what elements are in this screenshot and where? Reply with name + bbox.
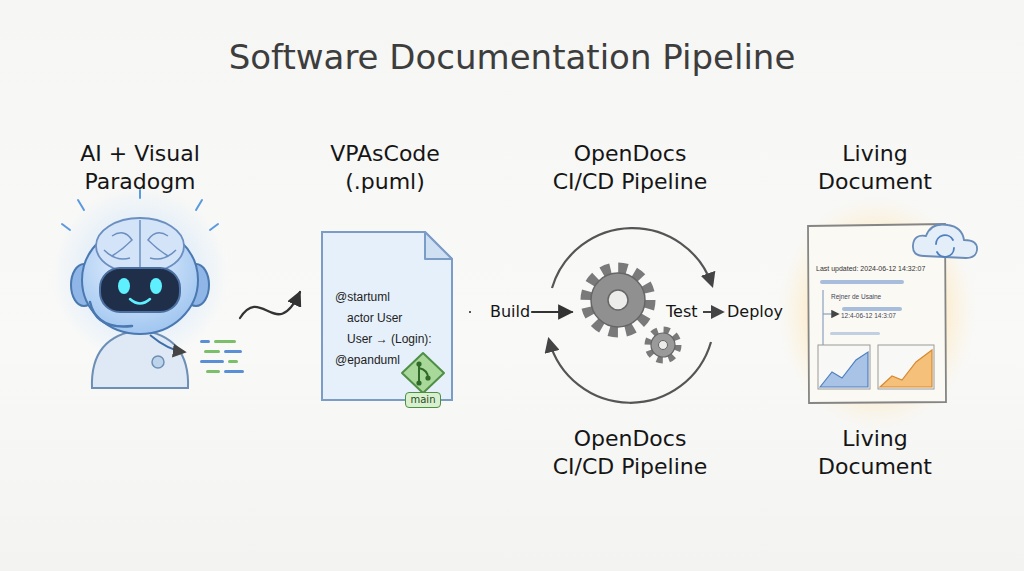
robot-visor — [100, 268, 180, 312]
content-text: Rejner de Usaine — [831, 293, 931, 301]
gear-hole — [608, 290, 628, 310]
edge-label: Build — [490, 301, 530, 323]
column-heading: AI + Visual Paradogm — [60, 140, 220, 196]
document-fold — [425, 232, 452, 259]
git-diamond — [402, 353, 444, 393]
robot-body — [92, 330, 188, 388]
sync-symbol — [936, 235, 954, 257]
column-heading: VPAsCode (.puml) — [315, 140, 455, 196]
pipeline-cycle-shape — [549, 228, 722, 403]
timestamp: Last updated: 2024-06-12 14:32:07 — [816, 264, 944, 273]
code-line: @startuml — [335, 290, 445, 305]
robot-brain — [96, 218, 184, 274]
content-bar — [830, 332, 880, 335]
robot-node: AI + Visual Paradogm — [40, 140, 240, 390]
branch-name: main — [405, 392, 441, 408]
column-heading: Living Document — [805, 425, 945, 481]
robot-smile — [130, 299, 150, 304]
brain-folds — [104, 220, 176, 272]
cloud-icon — [913, 224, 977, 258]
chart-frame — [878, 345, 934, 389]
gear-teeth — [648, 330, 678, 360]
gear-hole — [659, 341, 668, 350]
gear-teeth — [586, 268, 650, 332]
content-line — [823, 313, 838, 314]
document-glow — [777, 195, 977, 431]
content-line — [822, 290, 823, 352]
column-heading: OpenDocs CI/CD Pipeline — [548, 140, 713, 196]
stage-label: Deploy — [727, 301, 783, 323]
column-heading: OpenDocs CI/CD Pipeline — [548, 425, 713, 481]
flow-arrow — [240, 292, 300, 318]
robot-eye — [150, 278, 162, 294]
content-bar — [820, 280, 904, 284]
robot-eye — [118, 278, 130, 294]
code-line: User → (Login): — [347, 332, 457, 347]
content-bar — [842, 307, 902, 311]
git-commit-dot — [416, 361, 421, 366]
stage-arrow — [703, 311, 722, 313]
gear-small — [651, 333, 675, 357]
git-commit-dot — [425, 375, 430, 380]
code-bars — [200, 340, 244, 373]
code-document-shape — [322, 232, 452, 400]
content-text: 12:4-06-12 14:3:07 — [841, 312, 941, 320]
robot-button — [152, 356, 164, 368]
column-heading: Living Document — [805, 140, 945, 196]
stage-label: Test — [666, 301, 698, 323]
gear-large — [591, 273, 645, 327]
git-branch-badge: main — [398, 352, 448, 410]
robot-pointer — [150, 335, 184, 352]
diagram-title: Software Documentation Pipeline — [0, 36, 1024, 78]
robot-illustration — [52, 187, 244, 388]
living-document-shape — [777, 195, 977, 431]
document-sheet — [322, 232, 452, 400]
area-chart — [820, 352, 868, 387]
living-document: Living DocumentLiving DocumentLast updat… — [805, 140, 945, 480]
git-commit-dot — [416, 380, 421, 385]
cycle-arrow — [549, 340, 711, 403]
area-chart — [880, 350, 932, 387]
chart-frame — [818, 345, 870, 389]
code-document: VPAsCode (.puml) @startuml actor UserUser … — [300, 140, 470, 402]
robot-mic — [90, 302, 132, 327]
code-line: actor User — [347, 311, 447, 326]
